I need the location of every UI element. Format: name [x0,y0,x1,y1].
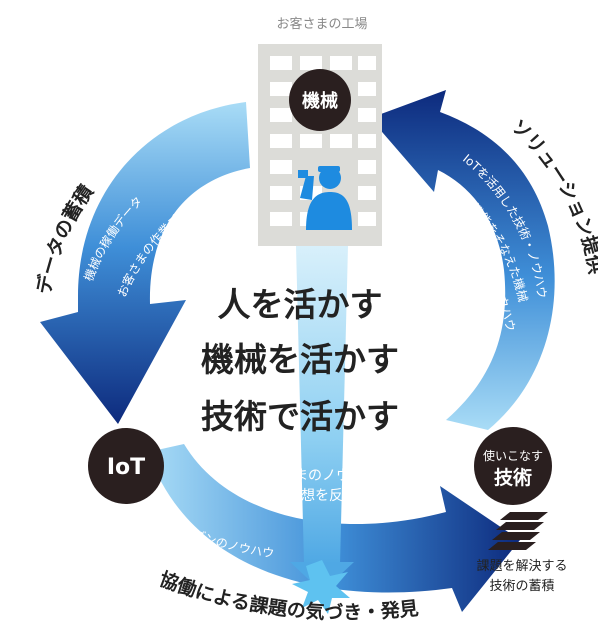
right-cycle-arrow [370,90,555,430]
slogan-line-3: 技術で活かす [201,397,399,436]
machine-badge-label: 機械 [302,90,338,112]
tech-stack-caption-1: 課題を解決する [476,558,567,574]
tech-badge-line-1: 使いこなす [483,448,543,463]
factory-label: お客さまの工場 [276,16,367,32]
tech-badge-line-2: 技術 [494,466,532,489]
center-sub-2: 思想を反映 [287,488,357,504]
center-sub-1: お客さまのノウハウや [252,467,392,484]
slogan-line-2: 機械を活かす [201,340,399,379]
iot-badge [88,428,164,504]
tech-stack-caption-2: 技術の蓄積 [489,579,554,594]
tech-badge [474,427,552,505]
worker-icon [298,166,352,230]
spark-burst [292,560,350,614]
document-stack-icon [488,512,548,550]
machine-badge [289,69,351,131]
knowledge-beam [296,246,348,564]
iot-badge-label: IoT [107,455,145,480]
slogan-line-1: 人を活かす [218,285,383,324]
left-cycle-arrow [40,102,250,424]
